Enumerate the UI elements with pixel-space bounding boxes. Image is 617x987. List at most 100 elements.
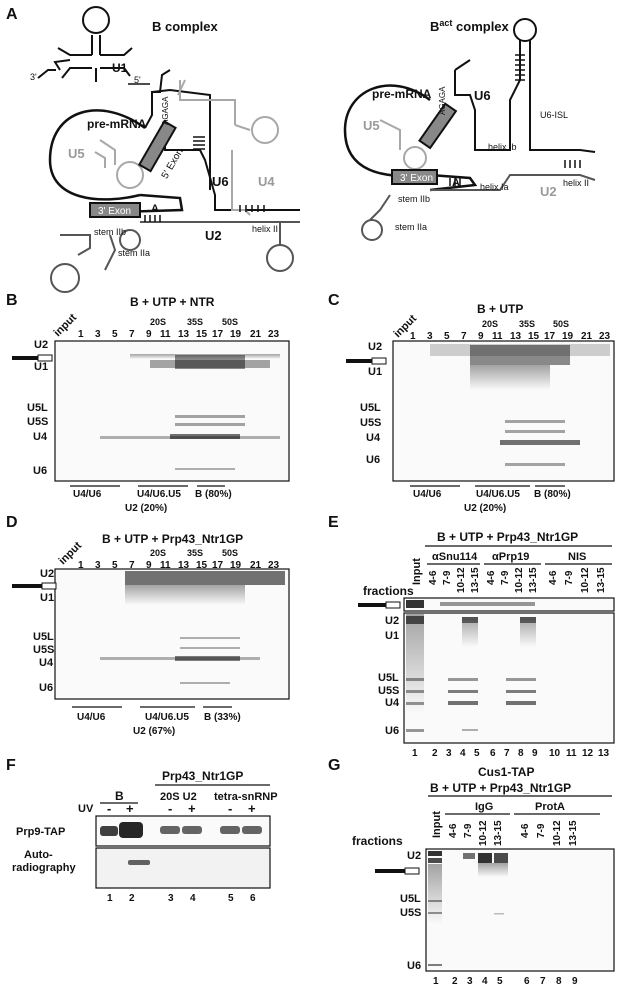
panel-d-bands — [100, 571, 285, 684]
lane-label: 10-12 — [456, 567, 467, 593]
panel-g-group-prota: ProtA — [535, 801, 565, 813]
fraction-label: 23 — [268, 560, 280, 571]
panel-b-input: input — [52, 311, 80, 339]
complex-b-b: B (80%) — [195, 489, 232, 500]
complex-u4u6u5-d: U4/U6.U5 — [145, 712, 189, 723]
exon3-label-bact: 3' Exon — [400, 173, 433, 184]
panel-b-bands — [100, 354, 280, 470]
fraction-label: 3 — [427, 331, 433, 342]
u5-label-bact: U5 — [363, 118, 380, 133]
group-label: αSnu114 — [432, 551, 478, 563]
sedimentation-label: 20S — [150, 317, 166, 327]
band-label: U6 — [385, 725, 399, 737]
u2-snrna-bact — [361, 174, 596, 241]
base-pair-ticks-bact — [449, 54, 581, 186]
lane-number: 7 — [540, 976, 546, 987]
u2-label-b: U2 — [205, 228, 222, 243]
fraction-label: 5 — [112, 329, 118, 340]
u2-note-b: U2 (20%) — [125, 503, 167, 514]
lane-number: 13 — [598, 748, 610, 759]
exon5-box-bact — [418, 102, 458, 150]
u5-snrna — [94, 139, 144, 189]
lane-label: 4-6 — [548, 570, 559, 585]
panel-e-groups: αSnu114 αPrp19 NIS — [432, 551, 586, 563]
panel-letter-c: C — [328, 292, 340, 309]
fraction-label: 21 — [250, 329, 262, 340]
panel-letter-f: F — [6, 757, 16, 774]
band-label: U6 — [366, 454, 380, 466]
panel-c-title: B + UTP — [477, 302, 523, 316]
premrna-marker-d — [12, 582, 57, 590]
panel-d-fraction-labels: 1 3 5 7 9 11 13 15 17 19 21 23 — [78, 560, 280, 571]
panel-f-row2a: Auto- — [24, 849, 53, 861]
exon3-label-b: 3' Exon — [98, 206, 131, 217]
sedimentation-label: 35S — [187, 317, 203, 327]
panel-b-band-labels: U2 U1 U5L U5S U4 U6 — [27, 339, 48, 477]
band-label: U4 — [366, 432, 381, 444]
lane-label: 10-12 — [478, 820, 489, 846]
panel-f-autorad — [95, 847, 271, 889]
panel-d-band-labels: U2 U1 U5L U5S U4 U6 — [33, 568, 54, 694]
band-label: U2 — [407, 850, 421, 862]
fraction-label: 19 — [230, 329, 242, 340]
lane-label: 4-6 — [448, 823, 459, 838]
panel-f-western-bands — [100, 822, 262, 838]
fraction-label: 7 — [461, 331, 467, 342]
fraction-label: 15 — [196, 560, 208, 571]
panel-g-input: Input — [431, 811, 443, 838]
fraction-label: 1 — [78, 329, 84, 340]
band-label: U5L — [400, 893, 421, 905]
bact-complex-diagram — [343, 18, 596, 241]
band-label: U5S — [378, 685, 399, 697]
panel-g-gel — [425, 848, 615, 972]
sign-minus: - — [107, 801, 111, 816]
lane-number: 2 — [452, 976, 458, 987]
fraction-label: 15 — [196, 329, 208, 340]
panel-e-band-labels: U2 U1 U5L U5S U4 U6 — [378, 615, 400, 737]
lane-label: 4-6 — [486, 570, 497, 585]
premrna-marker-c — [346, 357, 387, 365]
panel-g-title2: B + UTP + Prp43_Ntr1GP — [430, 781, 571, 795]
bact-complex-title: Bact complex — [430, 18, 510, 34]
panel-f-group-tetra: tetra-snRNP — [214, 791, 278, 803]
lane-number: 5 — [228, 893, 234, 904]
band-label: U5L — [360, 402, 381, 414]
lane-number: 1 — [412, 748, 418, 759]
bact-title-main: B — [430, 19, 439, 34]
lane-number: 4 — [460, 748, 466, 759]
fraction-label: 13 — [178, 560, 190, 571]
band-label: U4 — [39, 657, 54, 669]
exon5-box — [137, 119, 177, 173]
panel-f: F Prp43_Ntr1GP B 20S U2 tetra-snRNP UV -… — [6, 757, 278, 904]
panel-letter-e: E — [328, 514, 339, 531]
sedimentation-label: 50S — [222, 317, 238, 327]
panel-e-fractions-label: fractions — [363, 584, 414, 598]
bact-title-sup: act — [439, 18, 452, 28]
fraction-label: 1 — [410, 331, 416, 342]
band-label: U4 — [33, 431, 48, 443]
u4-label: U4 — [258, 174, 275, 189]
fraction-label: 13 — [178, 329, 190, 340]
panel-g-fractions-label: fractions — [352, 834, 403, 848]
u2-note-d: U2 (67%) — [133, 726, 175, 737]
panel-f-signs: - + - + - + — [107, 801, 256, 816]
lane-number: 4 — [482, 976, 488, 987]
lane-label: 7-9 — [463, 823, 474, 838]
lane-number: 1 — [107, 893, 113, 904]
sedimentation-label: 20S — [150, 548, 166, 558]
panel-e-input: Input — [411, 558, 423, 585]
complex-b-c: B (80%) — [534, 489, 571, 500]
base-pair-ticks — [144, 136, 265, 222]
panel-b-fraction-labels: 1 3 5 7 9 11 13 15 17 19 21 23 — [78, 329, 280, 340]
lane-number: 8 — [518, 748, 524, 759]
lane-label: 13-15 — [596, 567, 607, 593]
band-label: U5S — [400, 907, 421, 919]
fraction-label: 5 — [444, 331, 450, 342]
lane-number: 12 — [582, 748, 594, 759]
panel-d-svalues: 20S 35S 50S — [150, 548, 238, 558]
fraction-label: 21 — [581, 331, 593, 342]
band-label: U5L — [378, 672, 399, 684]
fraction-label: 7 — [129, 329, 135, 340]
fraction-label: 13 — [510, 331, 522, 342]
exon5-label-b: 5' Exon — [160, 147, 186, 181]
